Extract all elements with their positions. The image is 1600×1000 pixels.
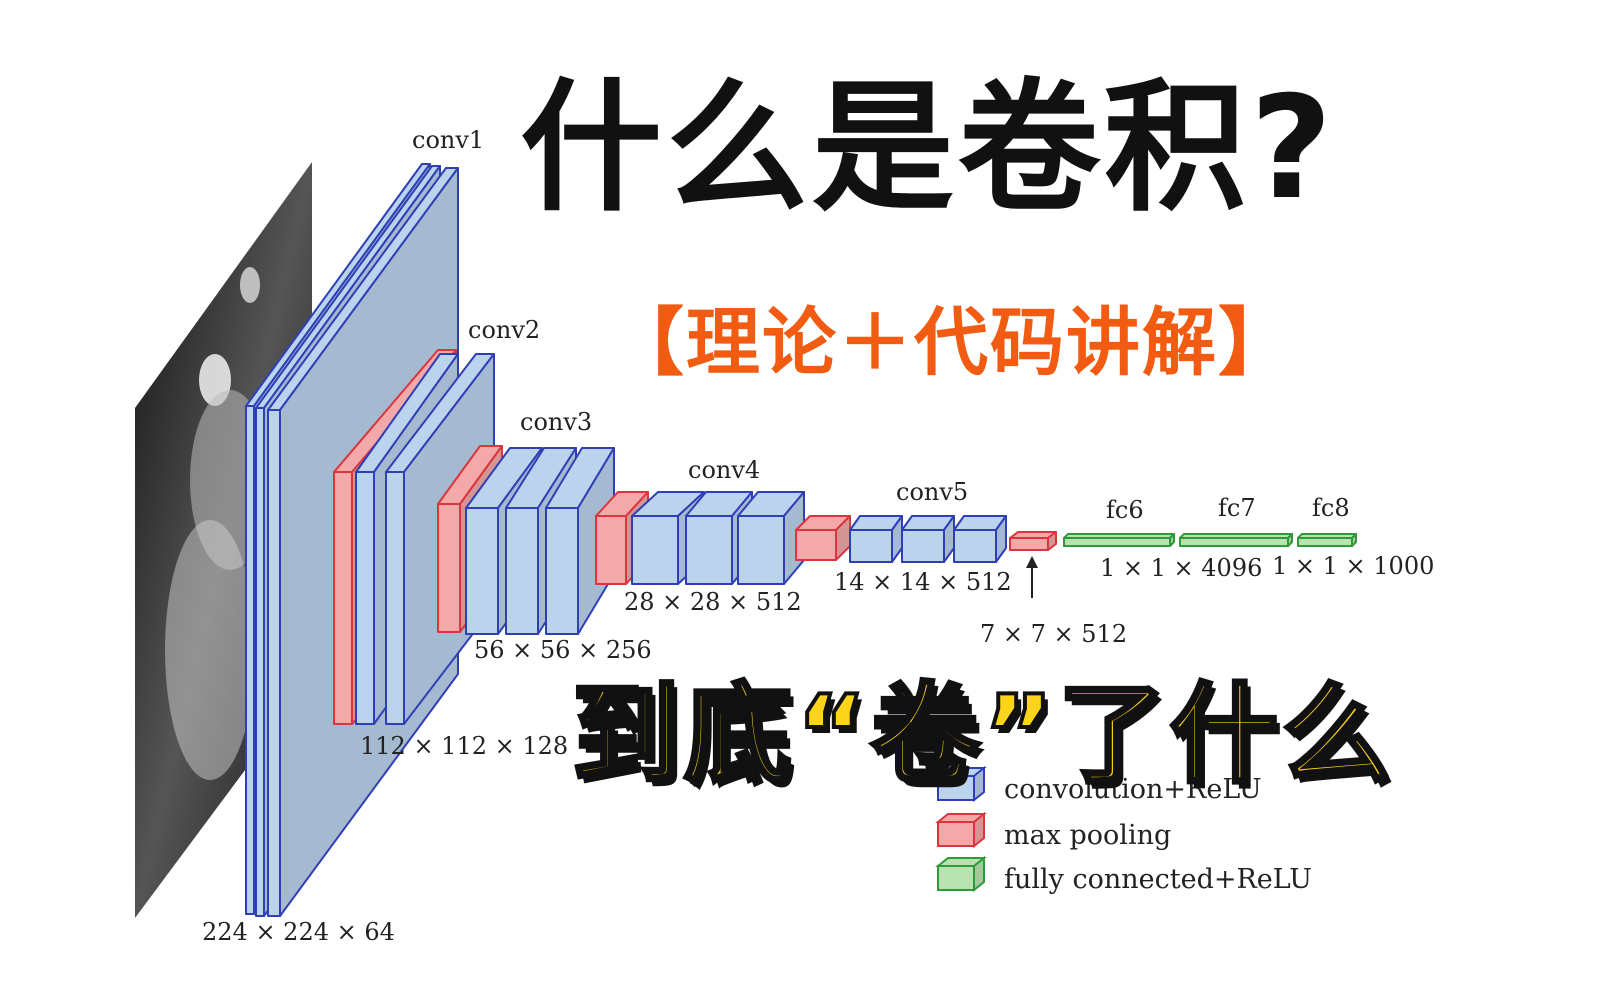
fc6-bar [1063, 533, 1175, 547]
conv1-label: conv1 [412, 126, 484, 154]
fc7-size-label: 1 × 1 × 4096 [1100, 554, 1262, 582]
legend-item: convolution+ReLU [935, 765, 1262, 805]
legend-label: convolution+ReLU [1004, 774, 1262, 805]
legend-label: fully connected+ReLU [1004, 864, 1312, 895]
legend-item: fully connected+ReLU [935, 855, 1312, 895]
conv4-size-label: 28 × 28 × 512 [624, 588, 802, 616]
conv4-label: conv4 [688, 456, 760, 484]
conv5-slab-3 [953, 515, 1007, 563]
legend-item: max pooling [935, 811, 1171, 851]
conv3-size-label: 56 × 56 × 256 [474, 636, 652, 664]
conv5-slab-1 [849, 515, 903, 563]
fc8-bar [1297, 533, 1357, 547]
conv5-slab-2 [901, 515, 955, 563]
main-title: 什么是卷积? [520, 66, 1337, 231]
fc7-label: fc7 [1218, 494, 1256, 522]
conv3-label: conv3 [520, 408, 592, 436]
arrow-up-icon [1026, 556, 1038, 598]
conv5-size-label: 14 × 14 × 512 [834, 568, 1012, 596]
bottom-title: 到底“卷”了什么 [570, 673, 1394, 798]
pool5-slab [1009, 531, 1057, 551]
conv2-size-label: 112 × 112 × 128 [360, 732, 568, 760]
fc7-bar [1179, 533, 1293, 547]
fc8-label: fc8 [1312, 494, 1350, 522]
pool5-size-label: 7 × 7 × 512 [980, 620, 1127, 648]
conv2-label: conv2 [468, 316, 540, 344]
conv1-size-label: 224 × 224 × 64 [202, 918, 395, 946]
conv4-slab-3 [737, 491, 805, 585]
conv5-label: conv5 [896, 478, 968, 506]
legend-label: max pooling [1004, 820, 1171, 851]
fc8-size-label: 1 × 1 × 1000 [1272, 552, 1434, 580]
pool4-slab [795, 515, 851, 561]
subtitle: 【理论＋代码讲解】 [610, 300, 1294, 386]
fc6-label: fc6 [1106, 496, 1144, 524]
